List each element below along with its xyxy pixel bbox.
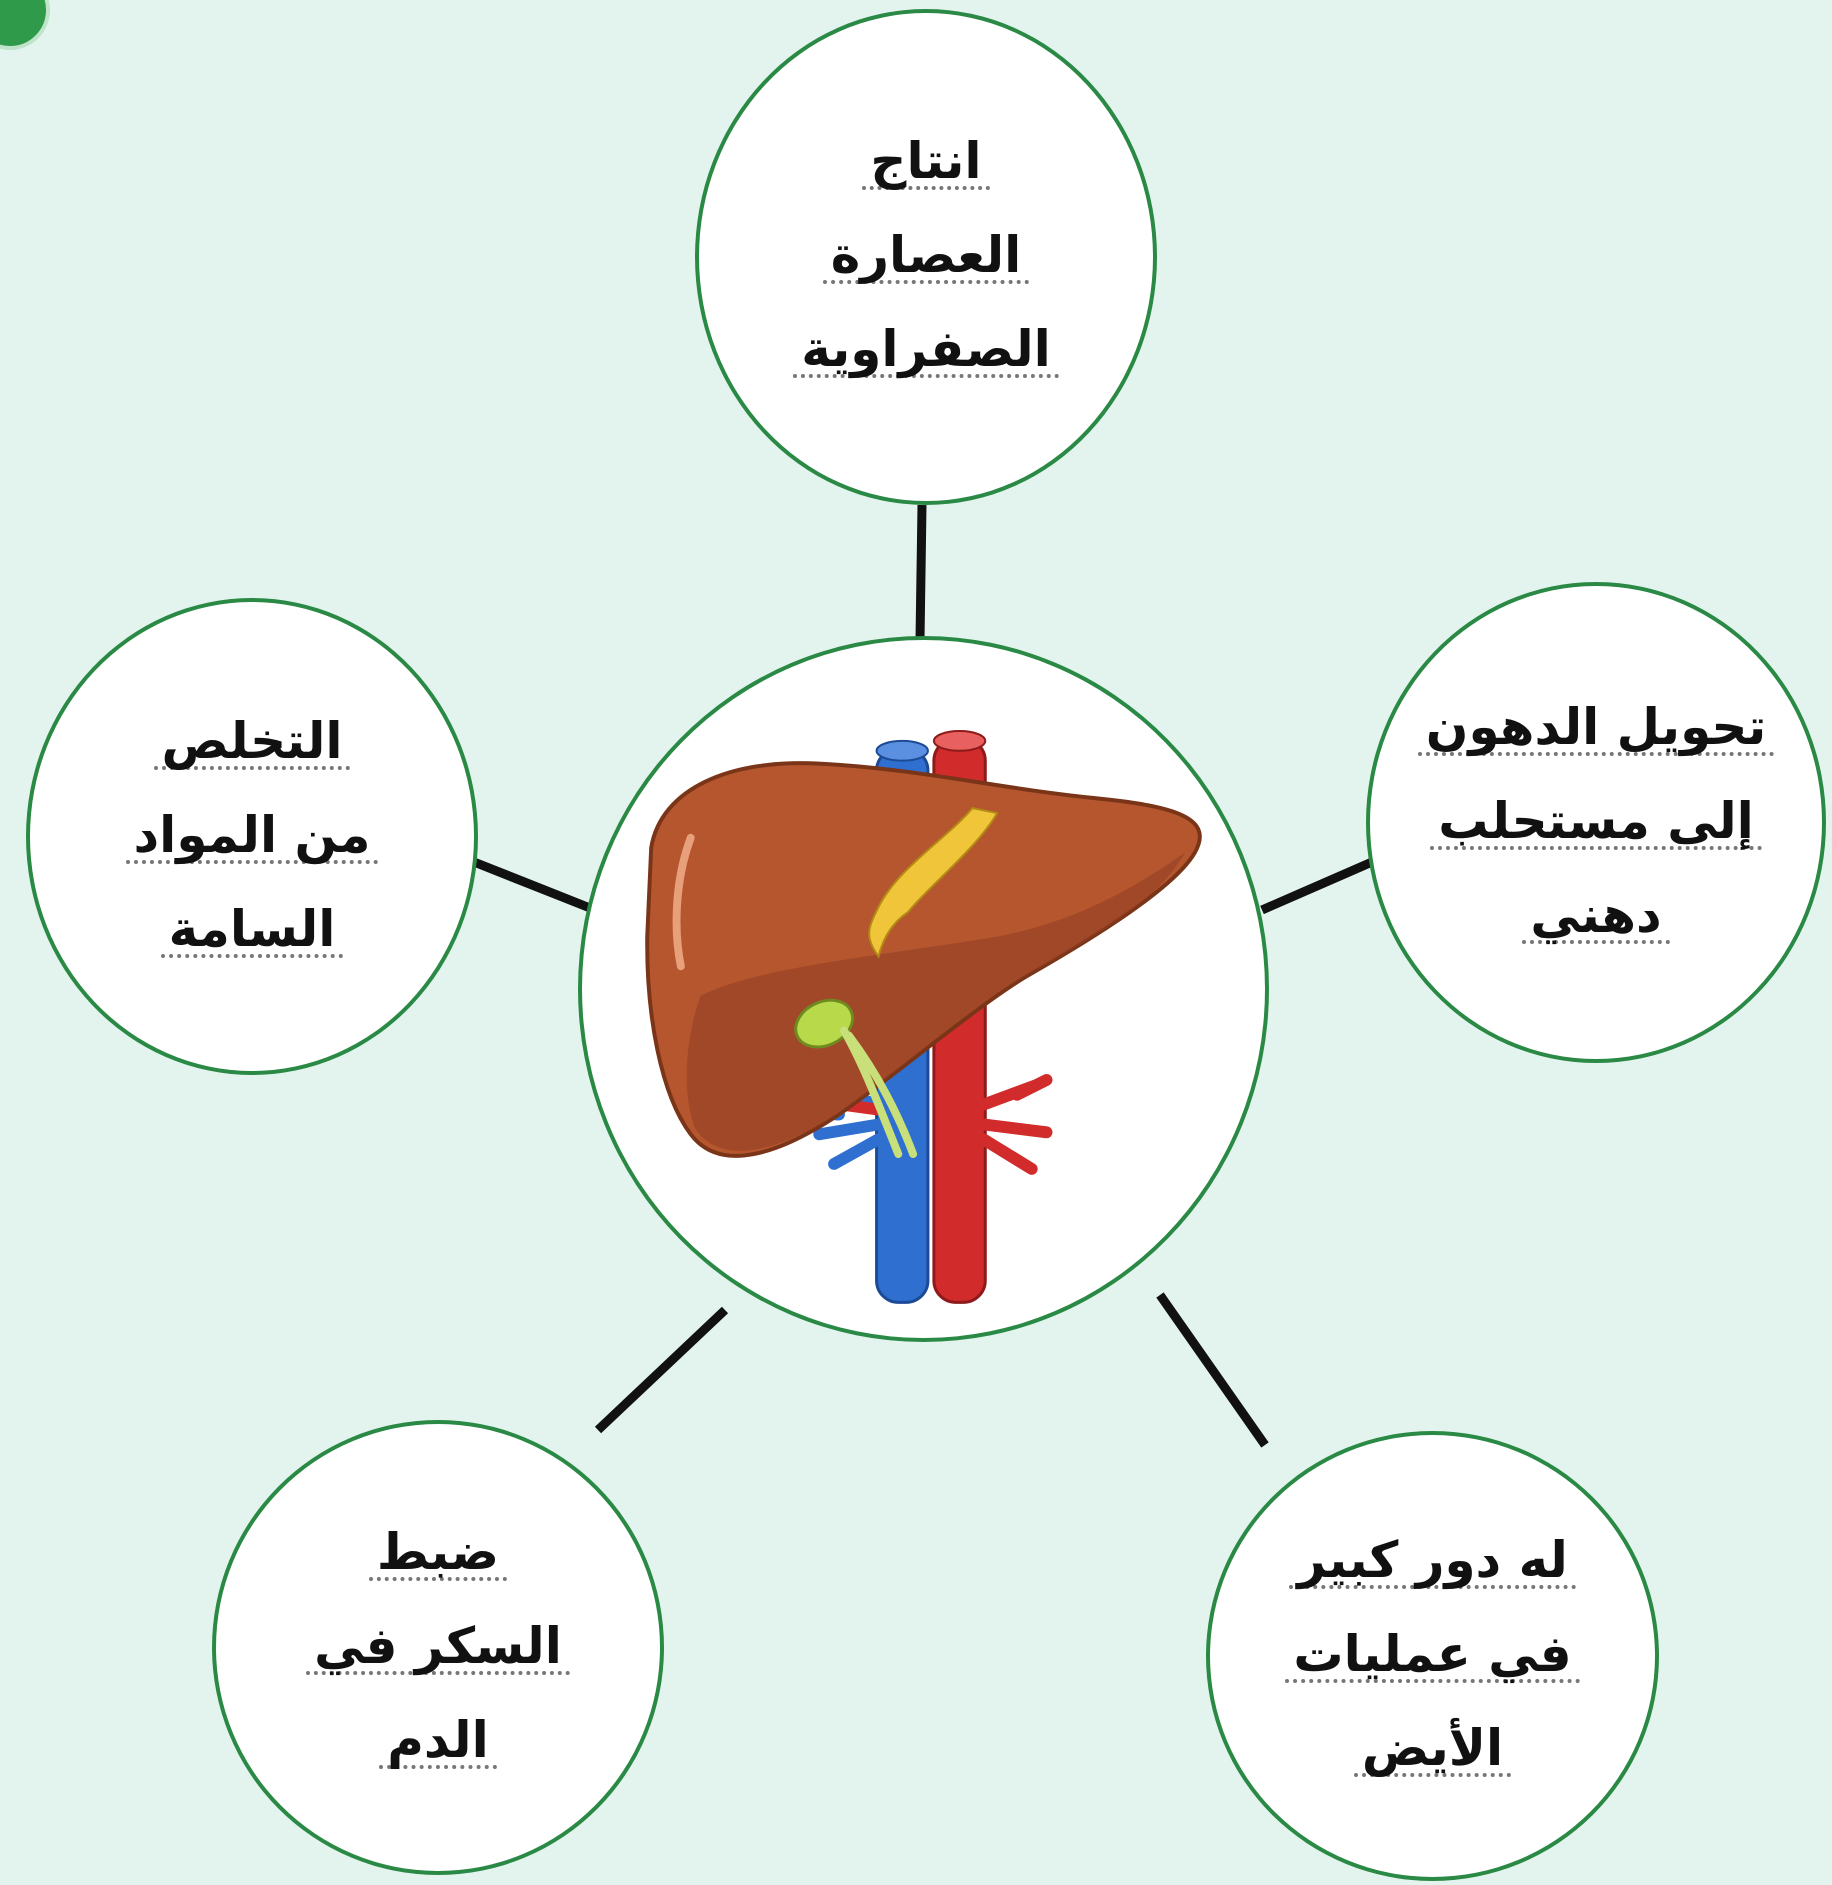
node-line: انتاج <box>862 136 989 190</box>
connector-right <box>1262 862 1372 910</box>
connector-top <box>920 505 922 640</box>
node-line: في عمليات <box>1285 1629 1579 1683</box>
node-metabolism: له دور كبير في عمليات الأيض <box>1206 1431 1659 1881</box>
node-line: السامة <box>161 904 344 958</box>
node-line: إلى مستحلب <box>1430 796 1762 850</box>
liver-illustration <box>582 640 1265 1338</box>
node-line: التخلص <box>154 716 351 770</box>
node-bile-production: انتاج العصارة الصفراوية <box>695 9 1157 505</box>
node-line: الدم <box>379 1715 496 1769</box>
node-line: العصارة <box>823 230 1029 284</box>
node-line: دهني <box>1522 890 1669 944</box>
node-line: السكر في <box>306 1621 570 1675</box>
node-remove-toxins: التخلص من المواد السامة <box>26 598 478 1075</box>
node-line: له دور كبير <box>1289 1535 1575 1589</box>
connector-left <box>474 862 590 908</box>
node-line: الأيض <box>1354 1723 1511 1777</box>
node-blood-sugar: ضبط السكر في الدم <box>212 1420 664 1875</box>
connector-bottom-left <box>598 1310 725 1430</box>
node-line: من المواد <box>126 810 379 864</box>
node-line: الصفراوية <box>793 324 1059 378</box>
connector-bottom-right <box>1160 1295 1265 1445</box>
node-fat-emulsion: تحويل الدهون إلى مستحلب دهني <box>1366 582 1826 1063</box>
node-line: تحويل الدهون <box>1418 702 1774 756</box>
node-line: ضبط <box>369 1527 507 1581</box>
center-liver-circle <box>578 636 1269 1342</box>
